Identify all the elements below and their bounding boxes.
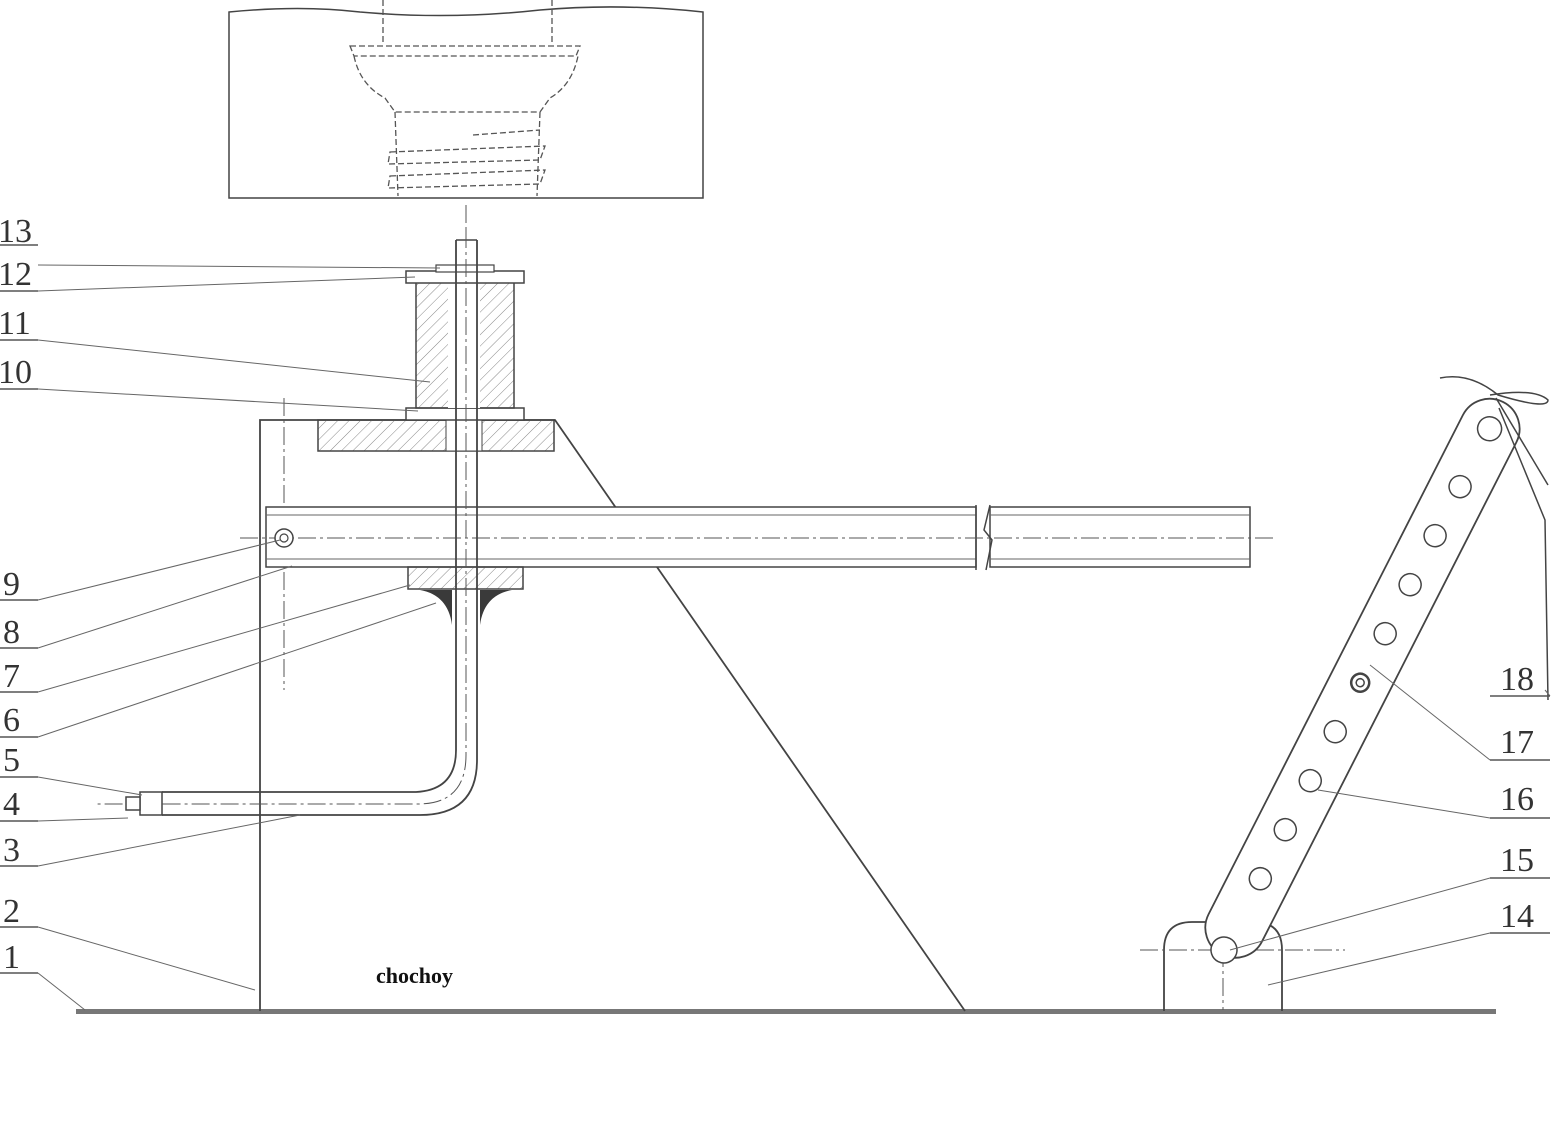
base-plate: [76, 1009, 1496, 1014]
callout-18: 18: [1500, 661, 1534, 698]
beam: [240, 504, 1275, 571]
callout-17: 17: [1500, 724, 1534, 761]
callout-6: 6: [3, 702, 20, 739]
callout-14: 14: [1500, 898, 1534, 935]
callout-10: 10: [0, 354, 32, 391]
callout-7: 7: [3, 658, 20, 695]
bushing-assembly: [405, 264, 525, 421]
leader-lines: [0, 244, 1551, 1011]
callout-8: 8: [3, 614, 20, 651]
top-plate: [317, 419, 555, 452]
callout-9: 9: [3, 566, 20, 603]
callout-15: 15: [1500, 842, 1534, 879]
callout-4: 4: [3, 786, 20, 823]
callout-5: 5: [3, 742, 20, 779]
callout-1: 1: [3, 939, 20, 976]
lever-assembly: [1140, 376, 1549, 1011]
callout-2: 2: [3, 893, 20, 930]
callout-3: 3: [3, 832, 20, 869]
callout-11: 11: [0, 305, 31, 342]
press-head: [228, 0, 704, 230]
callout-13: 13: [0, 213, 32, 250]
frame: [259, 398, 966, 1012]
callouts: 13 12 11 10 9 8 7 6 5 4 3 2 1 18 17 16 1…: [0, 213, 1534, 976]
callout-12: 12: [0, 256, 32, 293]
center-label: chochoy: [376, 963, 453, 988]
tube: [96, 230, 478, 816]
callout-16: 16: [1500, 781, 1534, 818]
